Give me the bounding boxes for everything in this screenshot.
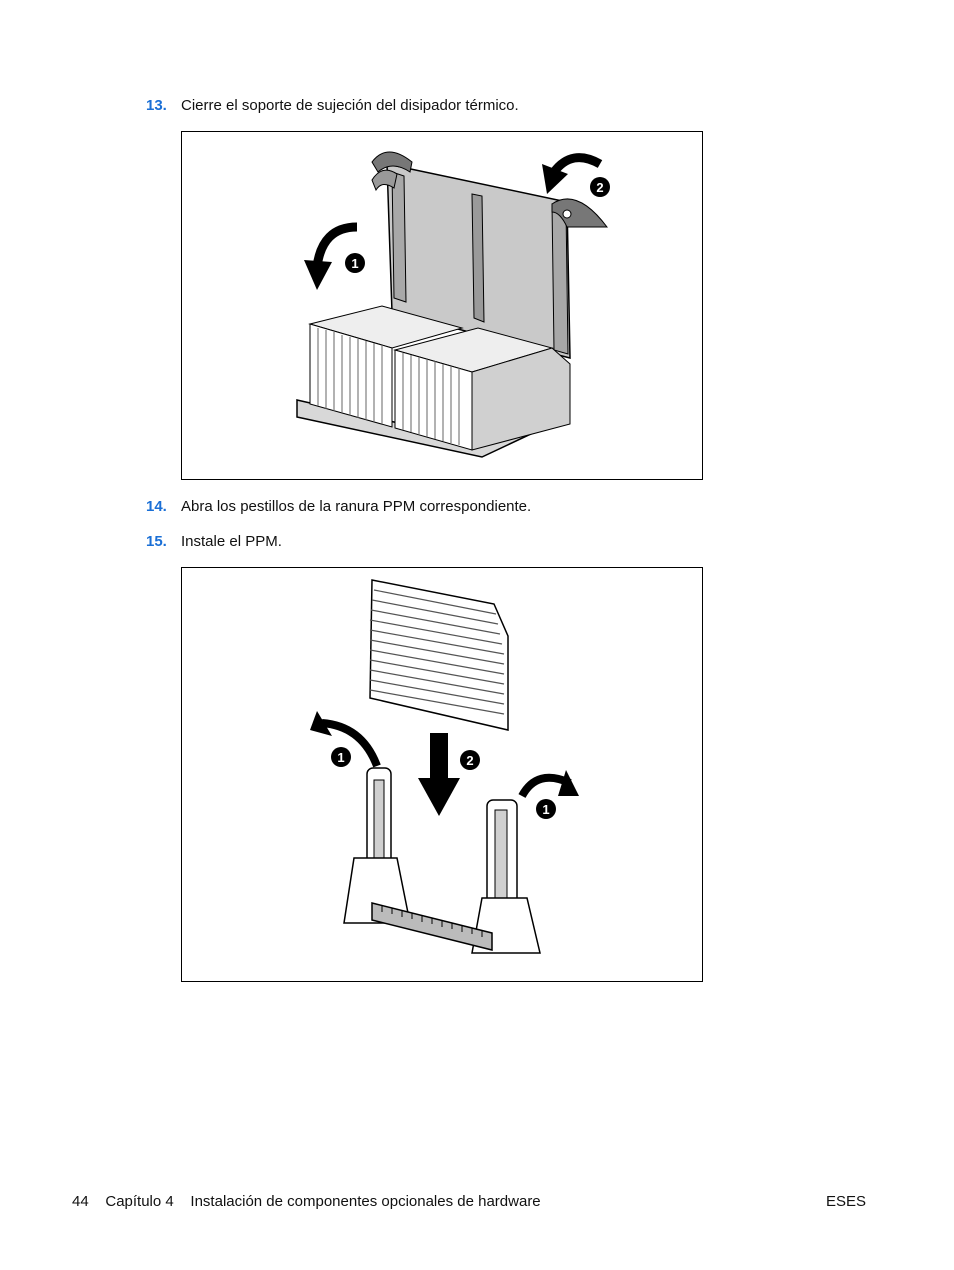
- doc-code: ESES: [825, 1193, 866, 1210]
- step-text: Instale el PPM.: [181, 533, 282, 550]
- page-number: 44: [72, 1193, 89, 1210]
- step-number: 14.: [146, 498, 167, 515]
- step-14: 14. Abra los pestillos de la ranura PPM c…: [146, 498, 531, 516]
- footer-left: 44 Capítulo 4 Instalación de componentes…: [72, 1193, 541, 1211]
- step-text: Abra los pestillos de la ranura PPM corr…: [181, 498, 532, 515]
- callout-2: [590, 177, 610, 197]
- callout-1-right: [536, 799, 556, 819]
- chapter-title: Instalación de componentes opcionales de…: [190, 1193, 541, 1210]
- figure-heatsink-bracket: 1 2: [181, 131, 703, 480]
- callout-2-label: 2: [466, 753, 473, 768]
- step-15: 15. Instale el PPM.: [146, 533, 282, 551]
- step-number: 13.: [146, 97, 167, 114]
- callout-1-label: 1: [351, 256, 358, 271]
- step-text: Cierre el soporte de sujeción del disipa…: [181, 97, 519, 114]
- callout-2: [460, 750, 480, 770]
- callout-1-left: [331, 747, 351, 767]
- callout-2-label: 2: [596, 180, 603, 195]
- step-13: 13. Cierre el soporte de sujeción del dis…: [146, 97, 519, 115]
- ppm-install-illustration: 1 2 1: [310, 579, 579, 954]
- callout-1: [345, 253, 365, 273]
- callout-1-left-label: 1: [337, 750, 344, 765]
- chapter-label: Capítulo 4: [105, 1193, 174, 1210]
- heatsink-bracket-illustration: 1 2: [296, 151, 610, 458]
- callout-1-right-label: 1: [542, 802, 549, 817]
- step-number: 15.: [146, 533, 167, 550]
- figure-ppm-install: 1 2 1: [181, 567, 703, 982]
